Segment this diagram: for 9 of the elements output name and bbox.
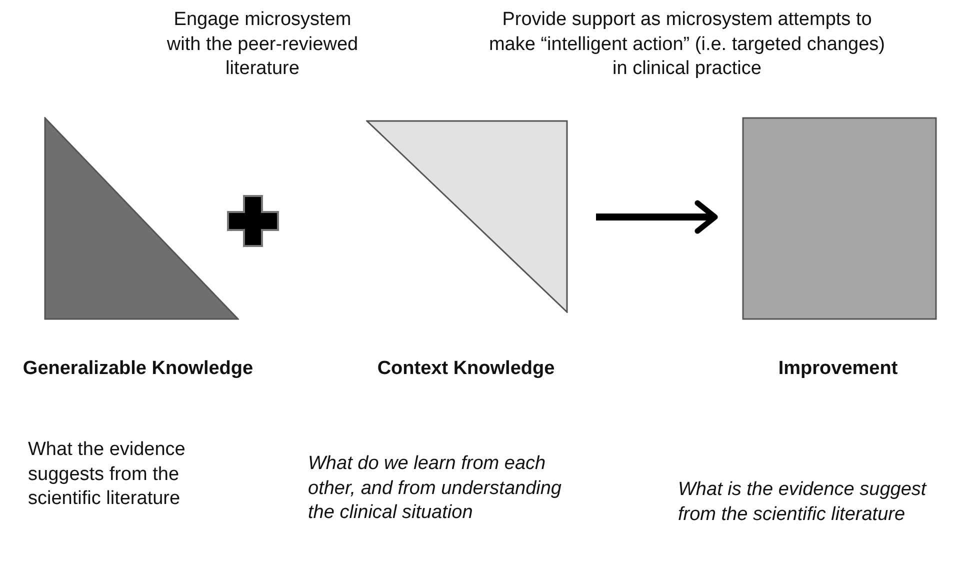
arrow <box>596 200 718 234</box>
description-text: What the evidence suggests from the scientific literature <box>28 438 186 512</box>
description-text: Provide support as microsystem attempts to make “intelligent action” (i.e. targeted changes) in clinical practice <box>488 8 886 82</box>
description-text: What do we learn from each other, and from understanding the clinical situation <box>308 452 563 526</box>
description-text: Engage microsystem with the peer-reviewed literature <box>166 8 360 82</box>
description-text: What is the evidence suggest from the scientific literature <box>678 478 928 527</box>
node-title: Generalizable Knowledge <box>22 358 254 380</box>
node-title: Context Knowledge <box>377 358 555 380</box>
node-title: Improvement <box>778 358 898 380</box>
